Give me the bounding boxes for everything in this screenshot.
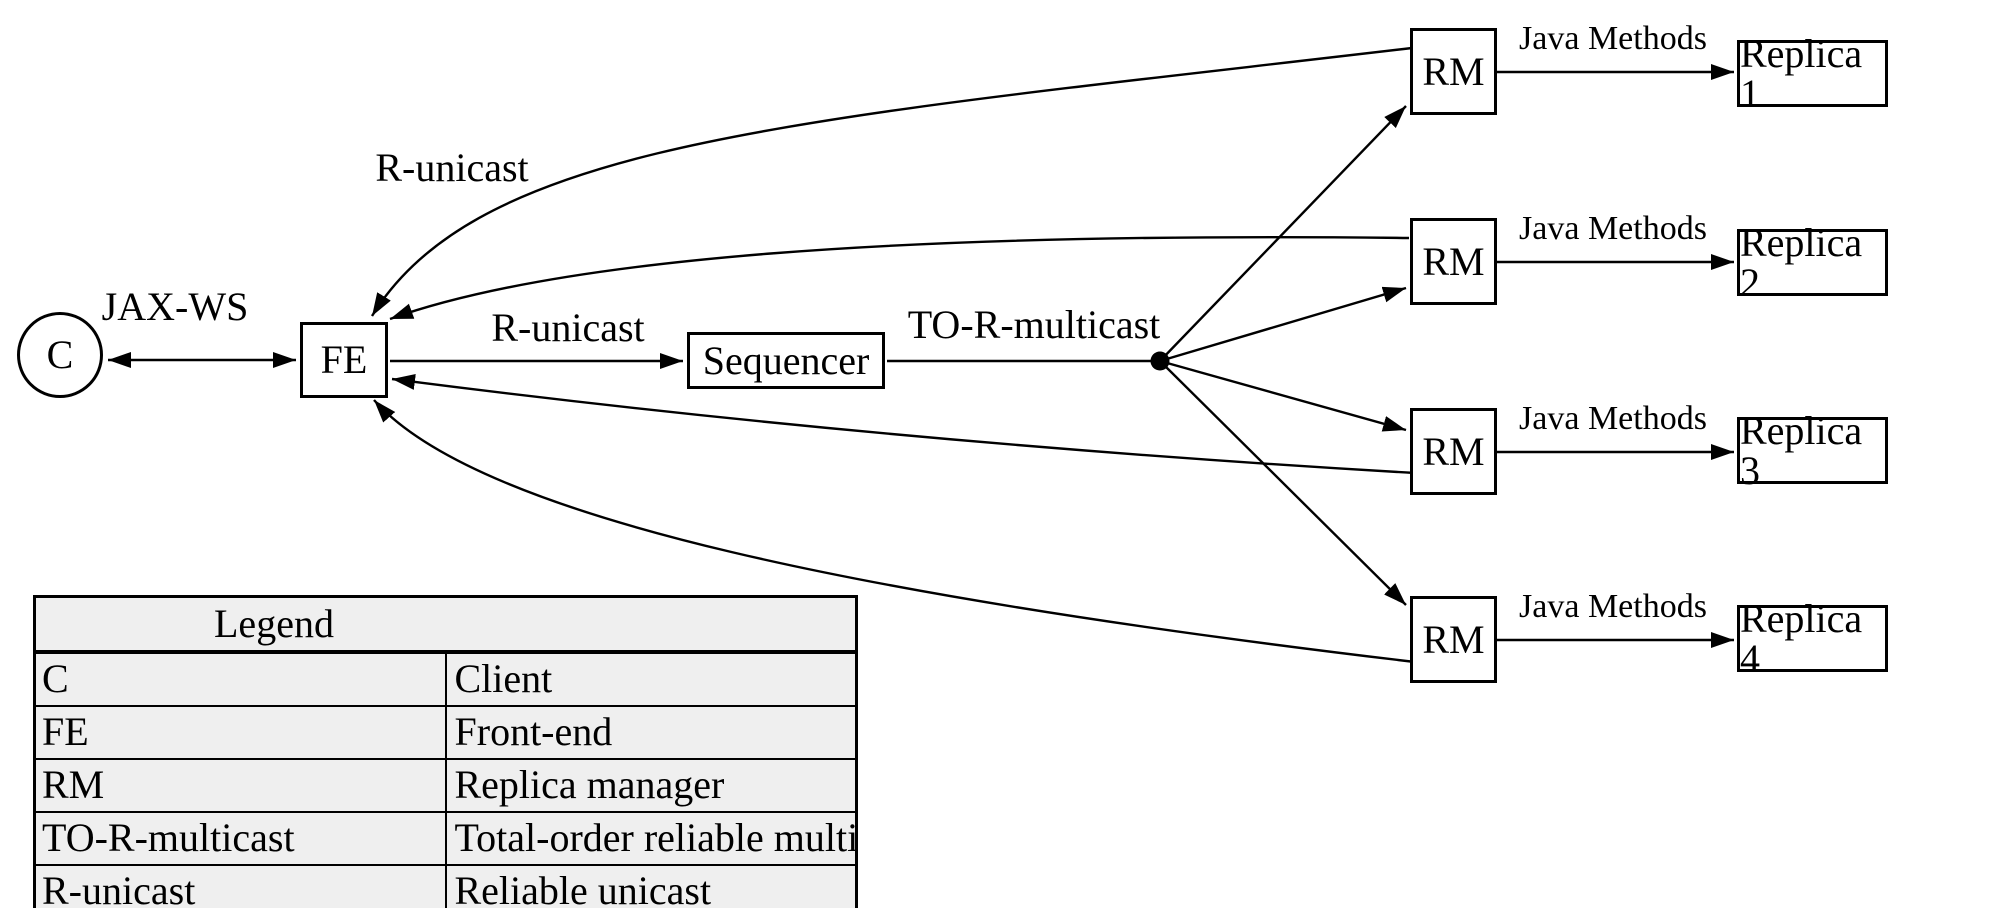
legend-desc-to-r-multicast: Total-order reliable multicast	[444, 811, 858, 866]
rm-node-1: RM	[1410, 28, 1497, 115]
edge-label-r-unicast-return: R-unicast	[375, 145, 529, 190]
replica-node-2: Replica 2	[1737, 222, 1888, 302]
legend-key-fe: FE	[33, 705, 447, 760]
edge-label-jax-ws: JAX-WS	[101, 284, 249, 329]
rm-node-2: RM	[1410, 218, 1497, 305]
legend-row-to-r-multicast: TO-R-multicast Total-order reliable mult…	[33, 811, 858, 866]
legend-row-frontend: FE Front-end	[33, 705, 858, 760]
frontend-node: FE	[300, 322, 388, 398]
edge-junction-rm4	[1159, 360, 1407, 606]
edge-label-r-unicast-frontend-sequencer: R-unicast	[491, 305, 645, 350]
legend-key-to-r-multicast: TO-R-multicast	[33, 811, 447, 866]
replica-node-3: Replica 3	[1737, 410, 1888, 490]
edge-rm2-frontend-return	[389, 235, 1410, 321]
edge-label-java-methods-2: Java Methods	[1519, 210, 1707, 247]
legend-row-rm: RM Replica manager	[33, 758, 858, 813]
edge-label-to-r-multicast: TO-R-multicast	[907, 302, 1161, 347]
legend-row-client: C Client	[33, 651, 858, 707]
legend-desc-rm: Replica manager	[444, 758, 858, 813]
edge-rm1-frontend-return	[370, 46, 1413, 317]
legend-key-r-unicast: R-unicast	[33, 864, 447, 908]
edge-label-java-methods-1: Java Methods	[1519, 20, 1707, 57]
edge-label-java-methods-4: Java Methods	[1519, 588, 1707, 625]
sequencer-node: Sequencer	[687, 332, 885, 389]
legend-title: Legend	[33, 595, 858, 654]
legend-row-r-unicast: R-unicast Reliable unicast	[33, 864, 858, 908]
edge-label-java-methods-3: Java Methods	[1519, 400, 1707, 437]
edge-rm4-frontend-return	[373, 399, 1416, 664]
legend-key-rm: RM	[33, 758, 447, 813]
legend-desc-fe: Front-end	[444, 705, 858, 760]
replica-node-4: Replica 4	[1737, 598, 1888, 678]
edge-rm3-frontend-return	[391, 374, 1416, 475]
legend-table: Legend C Client FE Front-end RM Replica …	[33, 595, 858, 908]
legend-desc-c: Client	[444, 651, 858, 707]
rm-node-4: RM	[1410, 596, 1497, 683]
replica-node-1: Replica 1	[1737, 33, 1888, 113]
rm-node-3: RM	[1410, 408, 1497, 495]
legend-desc-r-unicast: Reliable unicast	[444, 864, 858, 908]
edge-junction-rm1	[1159, 105, 1407, 362]
legend-header-row: Legend	[33, 595, 858, 654]
legend-key-c: C	[33, 651, 447, 707]
client-node: C	[17, 312, 103, 398]
edge-junction-rm2	[1159, 286, 1407, 363]
edge-junction-rm3	[1159, 359, 1407, 432]
